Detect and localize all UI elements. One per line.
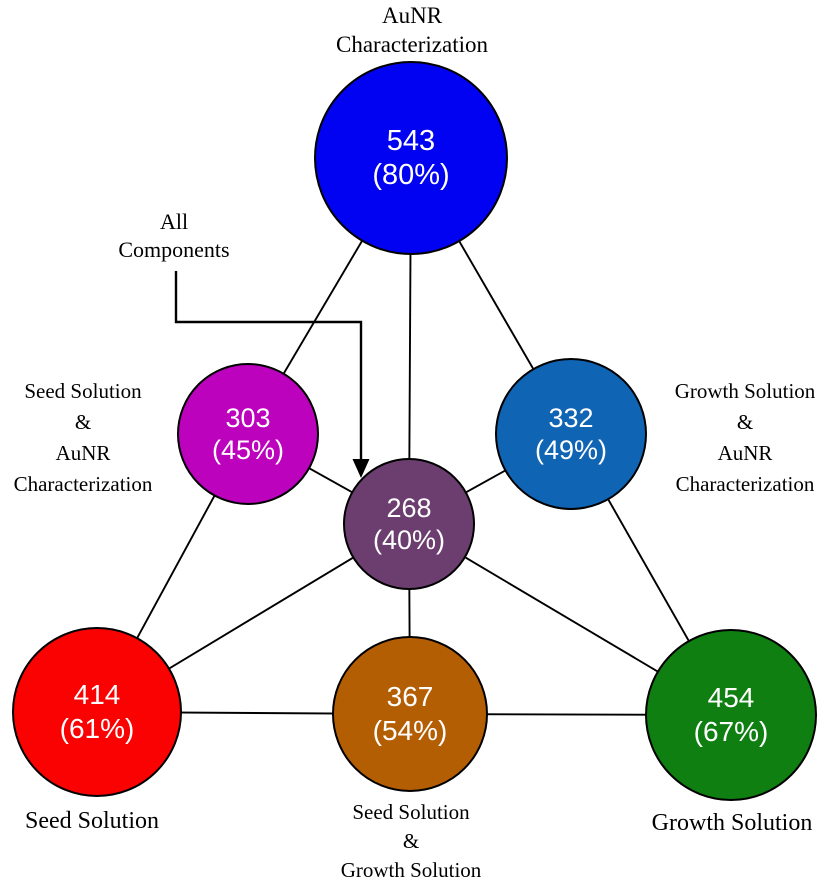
label-line: & xyxy=(402,829,420,853)
label-seed-and-aunr: Seed Solution & AuNR Characterization xyxy=(0,376,169,500)
label-all-components: All Components xyxy=(74,208,274,264)
label-line: & xyxy=(736,410,754,434)
node-count: 454 xyxy=(707,682,755,713)
label-seed-solution: Seed Solution xyxy=(0,807,184,835)
node-count: 367 xyxy=(386,681,434,712)
label-seed-and-growth: Seed Solution & Growth Solution xyxy=(321,798,501,882)
label-line: Seed Solution xyxy=(24,808,159,834)
node-percent: (45%) xyxy=(211,435,285,465)
label-line: Components xyxy=(118,237,230,262)
label-line: AuNR xyxy=(717,441,773,465)
label-growth-and-aunr: Growth Solution & AuNR Characterization xyxy=(659,376,830,500)
node-percent: (67%) xyxy=(693,716,769,747)
node-percent: (49%) xyxy=(534,435,608,465)
node-count: 332 xyxy=(548,403,594,433)
node-growth-and-aunr: 332 (49%) xyxy=(495,358,647,510)
node-percent: (61%) xyxy=(59,713,135,744)
node-count: 268 xyxy=(386,493,432,523)
all-components-arrow xyxy=(174,271,363,461)
node-percent: (40%) xyxy=(372,525,446,555)
label-line: Growth Solution xyxy=(340,858,482,882)
node-aunr-characterization: 543 (80%) xyxy=(314,61,508,255)
label-line: Growth Solution xyxy=(674,379,816,403)
label-line: Characterization xyxy=(336,32,488,57)
node-seed-solution: 414 (61%) xyxy=(12,627,182,797)
label-line: AuNR xyxy=(381,3,443,28)
node-all-components: 268 (40%) xyxy=(343,458,475,590)
node-count: 414 xyxy=(73,679,121,710)
node-count: 543 xyxy=(386,125,436,157)
node-seed-and-aunr: 303 (45%) xyxy=(177,363,319,505)
label-growth-solution: Growth Solution xyxy=(632,809,830,837)
node-growth-solution: 454 (67%) xyxy=(645,629,817,801)
label-line: AuNR xyxy=(55,441,111,465)
label-line: Seed Solution xyxy=(24,379,142,403)
node-percent: (54%) xyxy=(372,715,448,746)
node-seed-and-growth: 367 (54%) xyxy=(332,636,488,792)
node-percent: (80%) xyxy=(372,159,450,191)
label-line: All xyxy=(159,209,189,234)
label-line: & xyxy=(74,410,92,434)
label-line: Characterization xyxy=(675,472,815,496)
label-line: Characterization xyxy=(13,472,153,496)
label-line: Seed Solution xyxy=(352,800,470,824)
all-components-arrowhead xyxy=(352,459,370,478)
node-count: 303 xyxy=(225,403,271,433)
label-aunr-characterization: AuNR Characterization xyxy=(262,1,562,59)
label-line: Growth Solution xyxy=(651,810,813,836)
